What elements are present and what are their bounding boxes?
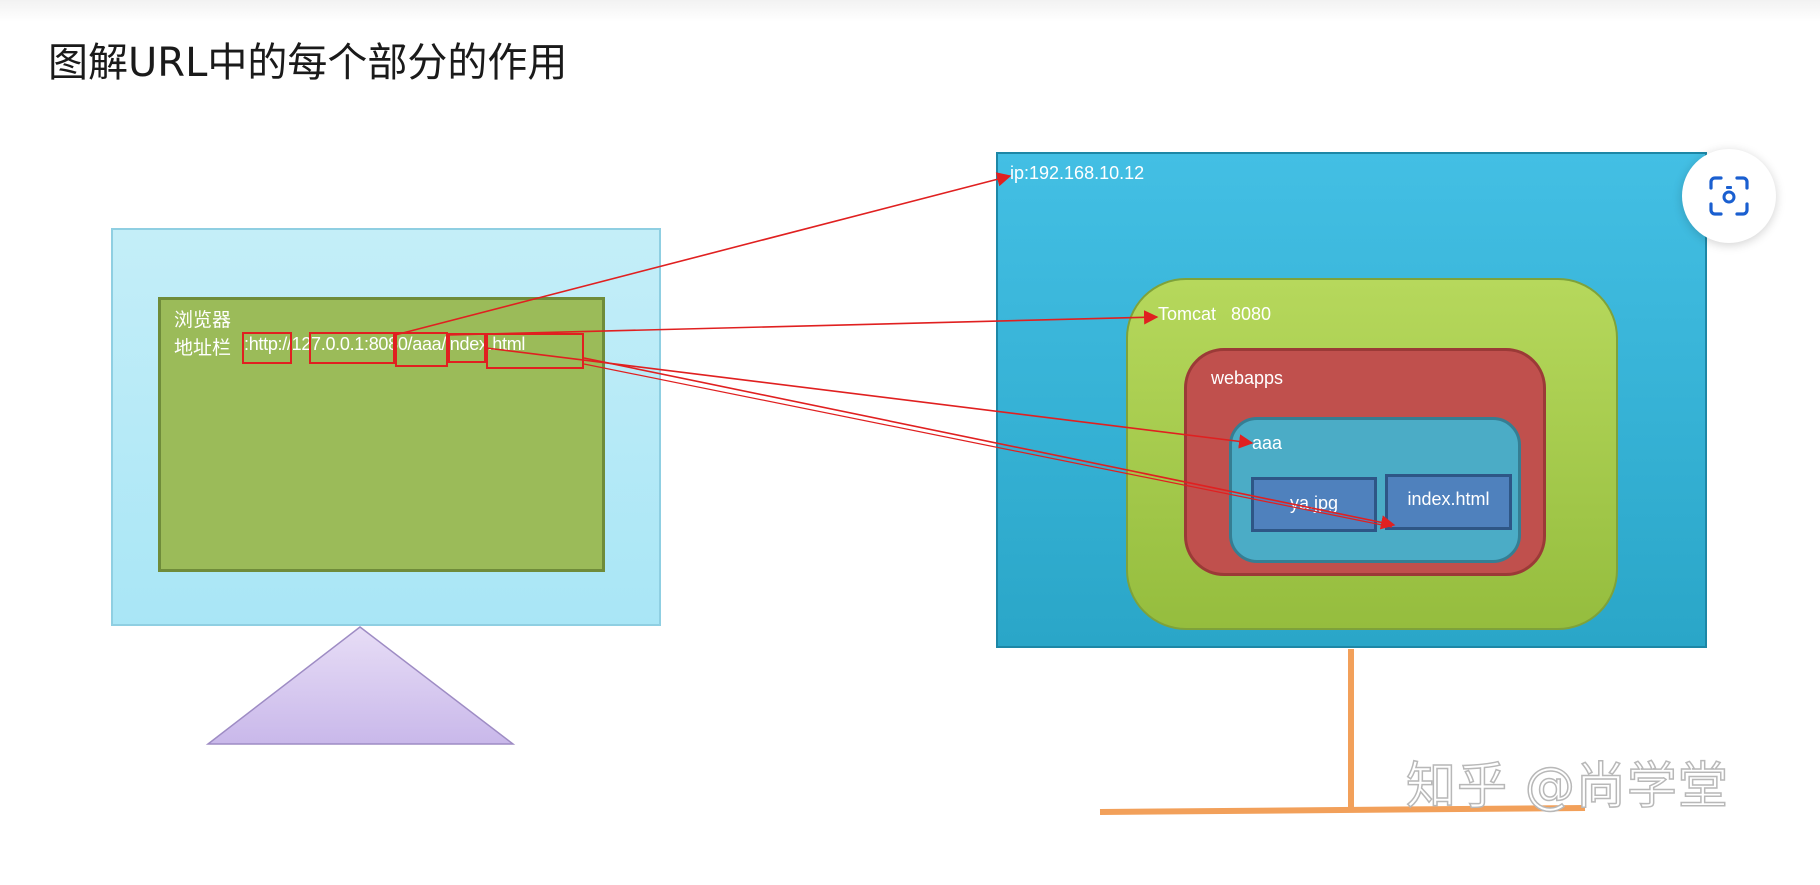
arrow-resource: [583, 357, 1396, 530]
arrow-port: [447, 310, 1159, 336]
browser-screen: [158, 297, 605, 572]
address-bar-label: 地址栏: [174, 337, 232, 359]
network-horizontal-line: [1099, 805, 1586, 815]
top-shadow: [0, 0, 1820, 22]
aaa-folder-label: aaa: [1252, 433, 1283, 453]
browser-labels: 浏览器 地址栏: [174, 306, 231, 362]
url-resource-highlight: [486, 333, 584, 369]
server-ip-label: ip:192.168.10.12: [1010, 163, 1145, 183]
tomcat-label: Tomcat 8080: [1158, 304, 1272, 324]
page-title: 图解URL中的每个部分的作用: [48, 40, 568, 86]
arrow-resource-shadow: [583, 363, 1393, 528]
webapps-label: webapps: [1211, 368, 1284, 388]
url-port-highlight: [395, 332, 448, 367]
arrow-ip: [394, 172, 1012, 336]
file-index-html: index.html: [1385, 474, 1512, 530]
url-ip-highlight: [309, 332, 395, 364]
monitor-stand: [205, 626, 516, 745]
url-protocol-highlight: [242, 332, 292, 364]
url-text: :http://127.0.0.1:8080/aaa/index.html: [244, 334, 526, 354]
image-search-icon: [1709, 176, 1749, 216]
image-search-button[interactable]: [1682, 149, 1776, 243]
file-ya-jpg: ya.jpg: [1251, 477, 1377, 532]
browser-label: 浏览器: [174, 309, 232, 331]
watermark: 知乎 @尚学堂: [1405, 756, 1729, 816]
